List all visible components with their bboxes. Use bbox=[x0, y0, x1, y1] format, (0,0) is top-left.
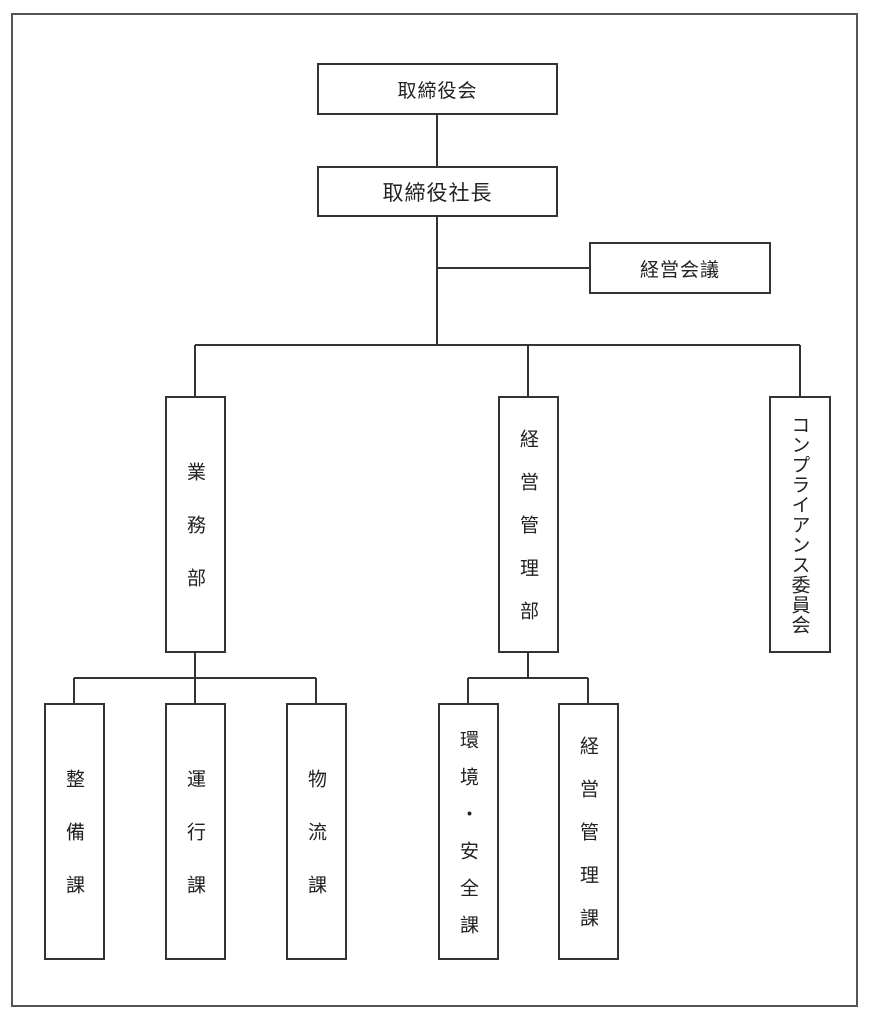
diagram-frame bbox=[11, 13, 858, 1007]
section-butsuryuka-box: 物流課 bbox=[286, 703, 347, 960]
department-keieikanribu-box: 経営管理部 bbox=[498, 396, 559, 653]
management-meeting-box: 経営会議 bbox=[589, 242, 771, 294]
section-kankyoanzenka-label: 環境・安全課 bbox=[457, 729, 479, 952]
section-seibika-box: 整備課 bbox=[44, 703, 105, 960]
compliance-committee-label: コンプライアンス委員会 bbox=[788, 414, 811, 635]
section-unkoka-box: 運行課 bbox=[165, 703, 226, 960]
section-unkoka-label: 運行課 bbox=[184, 769, 206, 928]
section-keieikanrika-box: 経営管理課 bbox=[558, 703, 619, 960]
management-meeting-label: 経営会議 bbox=[639, 258, 720, 281]
board-of-directors-box: 取締役会 bbox=[317, 63, 558, 115]
compliance-committee-box: コンプライアンス委員会 bbox=[769, 396, 831, 653]
section-butsuryuka-label: 物流課 bbox=[305, 769, 327, 928]
section-keieikanrika-label: 経営管理課 bbox=[577, 736, 599, 951]
president-box: 取締役社長 bbox=[317, 166, 558, 217]
president-label: 取締役社長 bbox=[382, 180, 493, 205]
section-kankyoanzenka-box: 環境・安全課 bbox=[438, 703, 499, 960]
department-gyomubu-label: 業務部 bbox=[184, 462, 206, 621]
department-keieikanribu-label: 経営管理部 bbox=[517, 429, 539, 644]
board-of-directors-label: 取締役会 bbox=[397, 79, 478, 102]
department-gyomubu-box: 業務部 bbox=[165, 396, 226, 653]
section-seibika-label: 整備課 bbox=[63, 769, 85, 928]
